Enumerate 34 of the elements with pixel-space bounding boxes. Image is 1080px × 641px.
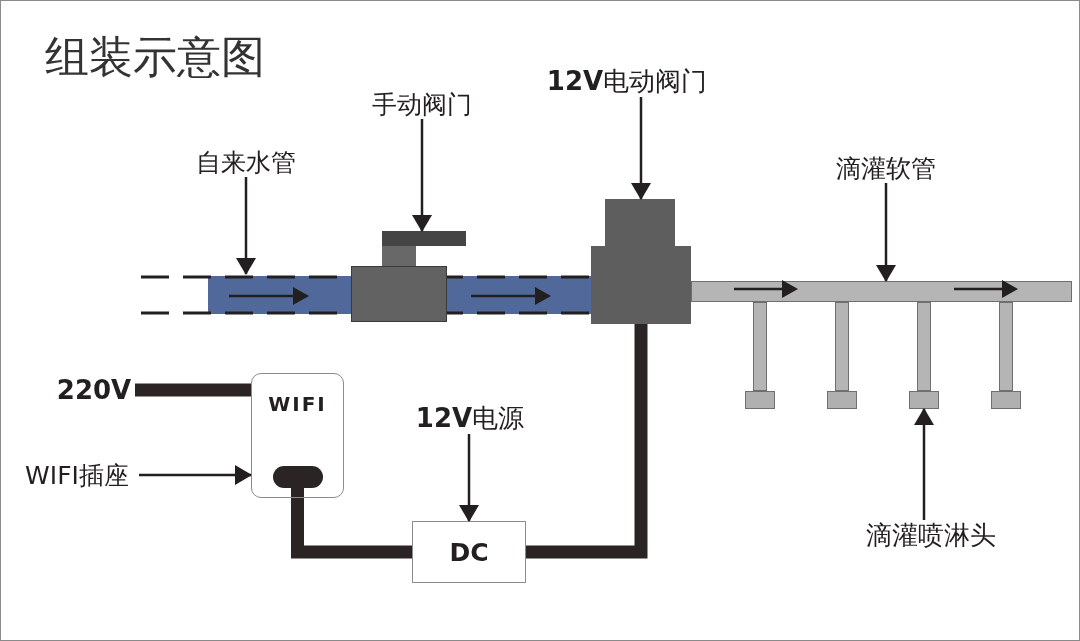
- ball-valve: [351, 231, 466, 322]
- branch-pipe: [917, 302, 931, 391]
- drip-head: [909, 391, 939, 409]
- voltage-label: 220V: [53, 375, 135, 405]
- callout-label: 12V电动阀门: [541, 65, 713, 97]
- drip-head: [745, 391, 775, 409]
- power-cable: [291, 498, 412, 559]
- device-label: WIFI: [268, 394, 327, 414]
- drip-hose: [691, 281, 1072, 302]
- dc-power-adapter: [412, 521, 526, 583]
- callout-label: 滴灌软管: [827, 153, 945, 183]
- drip-head: [827, 391, 857, 409]
- callout-label: 12V电源: [411, 402, 529, 434]
- leader-arrow: [459, 434, 479, 522]
- diagram-title: 组装示意图: [45, 35, 265, 79]
- drip-head: [991, 391, 1021, 409]
- leader-arrow: [914, 408, 934, 520]
- leader-arrow: [139, 465, 252, 485]
- callout-label: WIFI插座: [15, 460, 139, 490]
- leader-arrow: [412, 119, 432, 232]
- leader-arrow: [876, 183, 896, 282]
- leader-arrow: [236, 177, 256, 275]
- leader-arrow: [631, 97, 651, 200]
- callout-label: 自来水管: [187, 147, 305, 177]
- device-label: DC: [449, 539, 489, 565]
- branch-pipe: [753, 302, 767, 391]
- callout-label: 手动阀门: [366, 89, 478, 119]
- power-cable: [135, 383, 251, 397]
- electric-valve: [591, 199, 691, 324]
- branch-pipe: [835, 302, 849, 391]
- power-cable: [526, 324, 648, 559]
- branch-pipe: [999, 302, 1013, 391]
- callout-label: 滴灌喷淋头: [859, 520, 1003, 550]
- wifi-socket: [251, 373, 344, 498]
